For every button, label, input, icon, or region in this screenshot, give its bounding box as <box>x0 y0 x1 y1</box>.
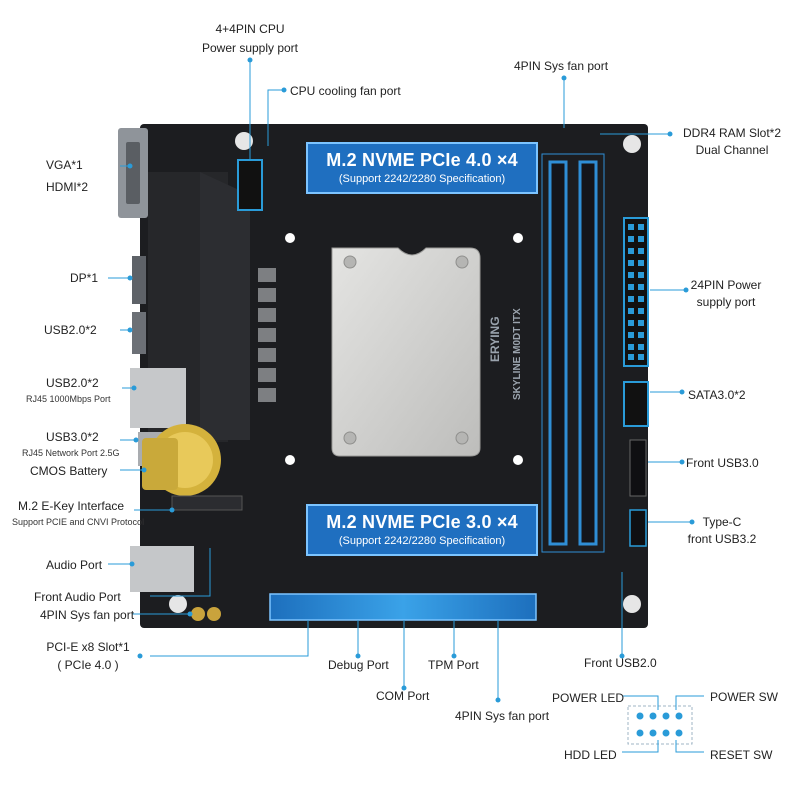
label-usb20-b: USB2.0*2 <box>46 376 99 390</box>
standoff-dots <box>285 233 523 465</box>
label-atx24-line1: 24PIN Power <box>690 278 762 292</box>
front-panel-pins <box>636 712 683 737</box>
dp-port <box>132 256 146 304</box>
rj45-port-1g <box>130 368 186 428</box>
label-power-led: POWER LED <box>552 691 625 705</box>
atx24-pins <box>628 224 644 360</box>
sata-ports <box>623 381 649 427</box>
front-usb30-header <box>629 439 647 497</box>
vrm-chokes <box>258 268 276 402</box>
label-rj45-1000: RJ45 1000Mbps Port <box>26 394 111 404</box>
leader-dots <box>127 57 695 703</box>
vga-connector <box>126 142 140 204</box>
label-ddr4-line2: Dual Channel <box>695 143 769 157</box>
label-sys-fan-bottom: 4PIN Sys fan port <box>455 709 550 723</box>
m2-ekey-slot <box>171 495 243 511</box>
heatsink-screw-2 <box>455 255 469 269</box>
m2-nvme-pcie4-label: M.2 NVME PCIe 4.0 ×4 (Support 2242/2280 … <box>306 142 538 194</box>
label-com: COM Port <box>376 689 430 703</box>
cmos-holder <box>142 438 178 490</box>
m2-top-sub: (Support 2242/2280 Specification) <box>338 173 506 185</box>
heatsink-screw-1 <box>343 255 357 269</box>
m2-nvme-pcie3-label: M.2 NVME PCIe 3.0 ×4 (Support 2242/2280 … <box>306 504 538 556</box>
cpu-heatsink <box>331 247 481 457</box>
atx24-connector <box>623 217 649 367</box>
capacitors <box>191 607 221 621</box>
label-atx24: 24PIN Power supply port <box>680 278 772 310</box>
label-m2-ekey-sub: Support PCIE and CNVI Protocol <box>12 517 145 527</box>
label-reset-sw: RESET SW <box>710 748 773 762</box>
label-cpu-power: 4+4PIN CPU Power supply port <box>190 22 310 56</box>
label-front-audio: Front Audio Port <box>34 590 121 604</box>
label-usb30: USB3.0*2 <box>46 430 99 444</box>
label-ddr4-line1: DDR4 RAM Slot*2 <box>682 126 782 140</box>
label-power-sw: POWER SW <box>710 690 778 704</box>
label-cpu-power-line1: 4+4PIN CPU <box>215 22 285 36</box>
label-tpm: TPM Port <box>428 658 479 672</box>
cpu-power-header <box>237 159 263 211</box>
ddr4-slot-outline <box>541 153 605 553</box>
shroud-edge <box>200 172 250 440</box>
pcie-x8-slot <box>269 593 537 621</box>
board-brand: ERYING <box>488 316 502 362</box>
label-rj45-25g: RJ45 Network Port 2.5G <box>22 448 120 458</box>
mounting-holes <box>169 132 641 613</box>
label-pcie-line2: ( PCIe 4.0 ) <box>57 658 119 672</box>
label-sata: SATA3.0*2 <box>688 388 746 402</box>
label-pcie-line1: PCI-E x8 Slot*1 <box>46 640 130 654</box>
label-audio: Audio Port <box>46 558 103 572</box>
m2-bottom-sub: (Support 2242/2280 Specification) <box>338 535 506 547</box>
label-hdmi: HDMI*2 <box>46 180 89 194</box>
usb20-port-a <box>132 312 146 354</box>
label-sys-fan-left: 4PIN Sys fan port <box>40 608 135 622</box>
label-front-usb20: Front USB2.0 <box>584 656 657 670</box>
label-m2-ekey: M.2 E-Key Interface <box>18 499 125 513</box>
label-debug: Debug Port <box>328 658 389 672</box>
heatsink-screw-4 <box>455 431 469 445</box>
label-hdd-led: HDD LED <box>564 748 617 762</box>
front-panel-inset <box>627 705 693 745</box>
label-cpu-power-line2: Power supply port <box>201 41 299 55</box>
label-dp: DP*1 <box>70 271 99 285</box>
label-typec: Type-C front USB3.2 <box>672 515 772 547</box>
m2-bottom-title: M.2 NVME PCIe 3.0 ×4 <box>326 512 518 532</box>
ddr4-slot-1 <box>548 160 568 546</box>
label-typec-line1: Type-C <box>702 515 742 529</box>
leader-lines <box>108 60 704 753</box>
label-cpu-fan: CPU cooling fan port <box>290 84 401 98</box>
label-pcie: PCI-E x8 Slot*1 ( PCIe 4.0 ) <box>38 640 138 673</box>
label-cmos: CMOS Battery <box>30 464 108 478</box>
label-sys-fan-top: 4PIN Sys fan port <box>514 59 609 73</box>
label-front-usb30: Front USB3.0 <box>686 456 759 470</box>
typec-header <box>629 509 647 547</box>
label-vga: VGA*1 <box>46 158 83 172</box>
m2-top-title: M.2 NVME PCIe 4.0 ×4 <box>326 150 518 170</box>
label-typec-line2: front USB3.2 <box>687 532 757 546</box>
audio-port <box>130 546 194 592</box>
board-model: SKYLINE M0DT ITX <box>512 308 523 400</box>
ddr4-slot-2 <box>578 160 598 546</box>
label-ddr4: DDR4 RAM Slot*2 Dual Channel <box>670 126 794 158</box>
heatsink-screw-3 <box>343 431 357 445</box>
label-atx24-line2: supply port <box>696 295 756 309</box>
label-usb20-a: USB2.0*2 <box>44 323 97 337</box>
